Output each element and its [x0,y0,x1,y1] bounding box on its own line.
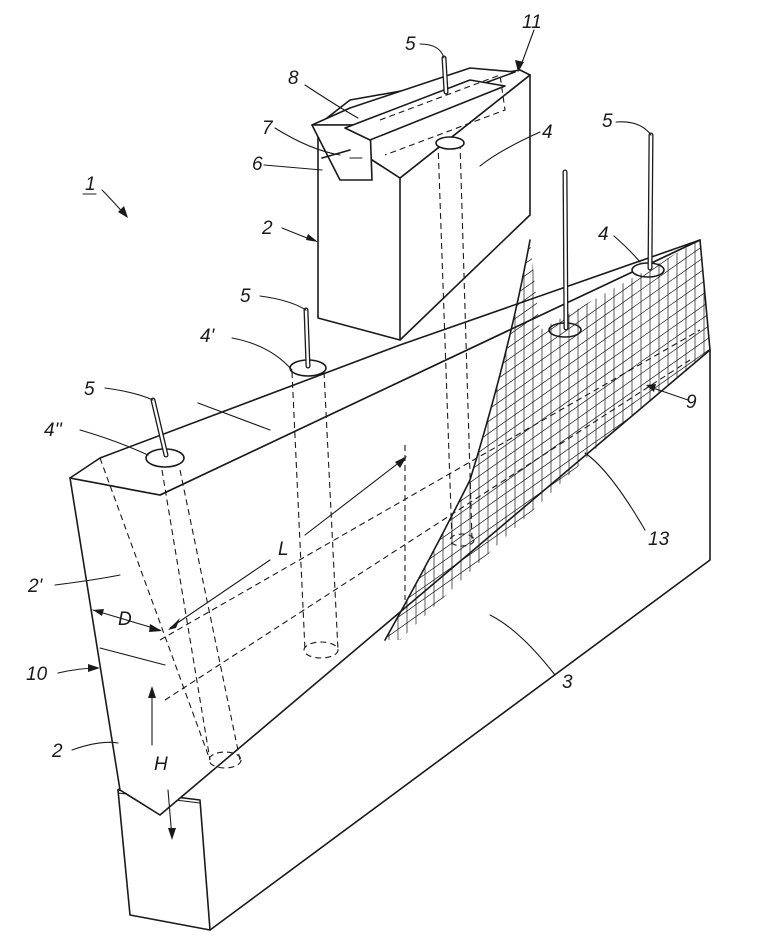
label-top-element: 11 [522,12,542,33]
leader-lines [54,29,689,751]
label-rod-right: 5 [602,111,613,132]
label-hole-top-right: 4 [598,224,609,245]
label-depth: D [118,609,132,630]
label-mesh-cover: 13 [648,529,670,550]
label-strip: 6 [252,154,263,175]
rods [150,55,654,458]
label-block-top: 2 [261,218,273,239]
label-cap: 8 [288,68,299,89]
wall-lower-course [69,239,711,816]
label-rod-left: 5 [84,379,95,400]
hidden-holes [99,74,701,769]
label-hole-prime: 4' [200,326,216,347]
label-hole-double-prime: 4'' [44,420,63,441]
label-block-end: 2' [27,576,44,597]
label-rod-top: 5 [405,34,416,55]
label-height: H [154,754,168,775]
reference-labels: 1 11 5 8 7 6 4 2 5 4 5 4' 5 4'' 9 L 13 2… [26,12,697,775]
dimension-arrows [92,456,407,840]
label-rod-mid: 5 [240,286,251,307]
label-edge: 10 [26,664,48,685]
cap-profile [311,67,516,181]
label-hole: 4 [542,122,553,143]
label-mesh: 9 [686,392,697,413]
label-pin: 7 [262,118,274,139]
label-footing: 3 [562,672,573,693]
label-assembly: 1 [85,174,96,195]
label-length: L [278,539,289,560]
label-block: 2 [51,741,63,762]
